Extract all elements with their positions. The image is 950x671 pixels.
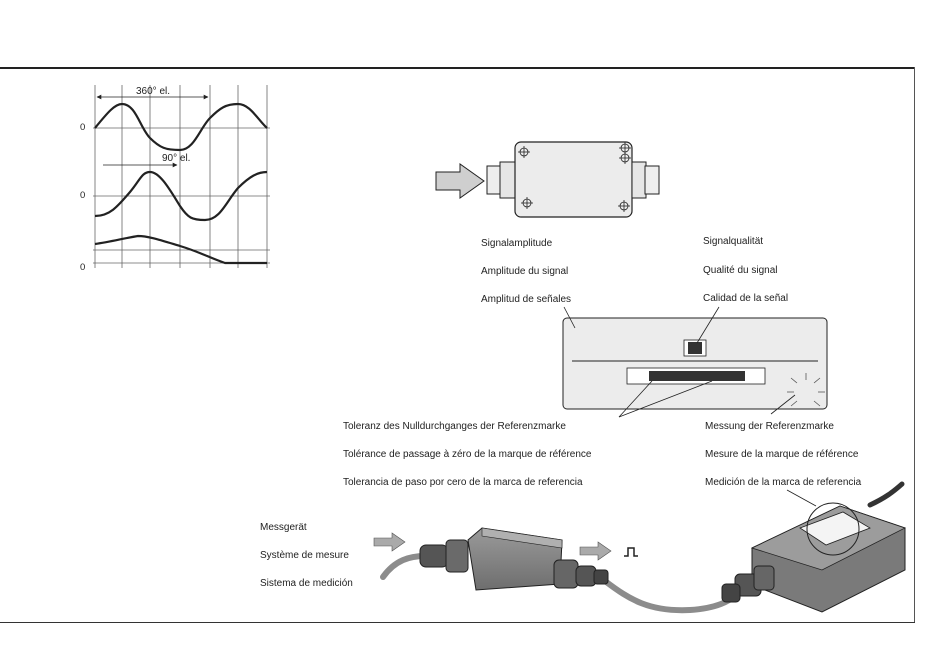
signal-device — [435, 141, 660, 218]
signal-amplitude-de: Signalamplitude — [481, 238, 553, 249]
bottom-rule — [0, 622, 915, 623]
top-rule — [0, 67, 915, 69]
device-housing — [514, 141, 633, 218]
output-cable — [602, 578, 745, 614]
measuring-system-de: Messgerät — [260, 522, 307, 533]
leader-lines — [563, 306, 796, 418]
signal-quality-fr: Qualité du signal — [703, 265, 778, 276]
reference-trace — [94, 234, 267, 265]
waveform-grid — [93, 85, 270, 268]
zero-label-3: 0 — [80, 262, 86, 273]
measurement-fr: Mesure de la marque de référence — [705, 449, 859, 460]
reference-meter-device — [721, 481, 907, 613]
reference-window — [562, 306, 828, 418]
right-border — [914, 67, 915, 623]
tolerance-fr: Tolérance de passage à zéro de la marque… — [343, 449, 592, 460]
input-arrow — [435, 163, 485, 199]
tolerance-es: Tolerancia de paso por cero de la marca … — [343, 477, 583, 488]
tolerance-de: Toleranz des Nulldurchganges der Referen… — [343, 421, 566, 432]
zero-label-2: 0 — [80, 190, 86, 201]
measurement-es: Medición de la marca de referencia — [705, 477, 862, 488]
waveform-plot — [93, 85, 270, 268]
signal-trace-1 — [94, 102, 268, 152]
measurement-de: Messung der Referenzmarke — [705, 421, 834, 432]
measuring-system-fr: Système de mesure — [260, 550, 349, 561]
input-cable — [380, 553, 428, 580]
signal-quality-de: Signalqualität — [703, 236, 764, 247]
output-arrow-small — [579, 541, 612, 561]
input-arrow-small — [373, 532, 406, 552]
signal-trace-2 — [94, 170, 268, 222]
measuring-setup — [373, 481, 907, 614]
measuring-system-es: Sistema de medición — [260, 578, 353, 589]
signal-quality-es: Calidad de la señal — [703, 293, 789, 304]
square-wave-icon — [624, 547, 638, 557]
zero-label-1: 0 — [80, 122, 86, 133]
signal-amplitude-es: Amplitud de señales — [481, 294, 572, 305]
angle-360-label: 360° el. — [136, 86, 171, 97]
angle-90-label: 90° el. — [162, 153, 191, 164]
signal-amplitude-fr: Amplitude du signal — [481, 266, 569, 277]
inline-device — [419, 527, 609, 591]
